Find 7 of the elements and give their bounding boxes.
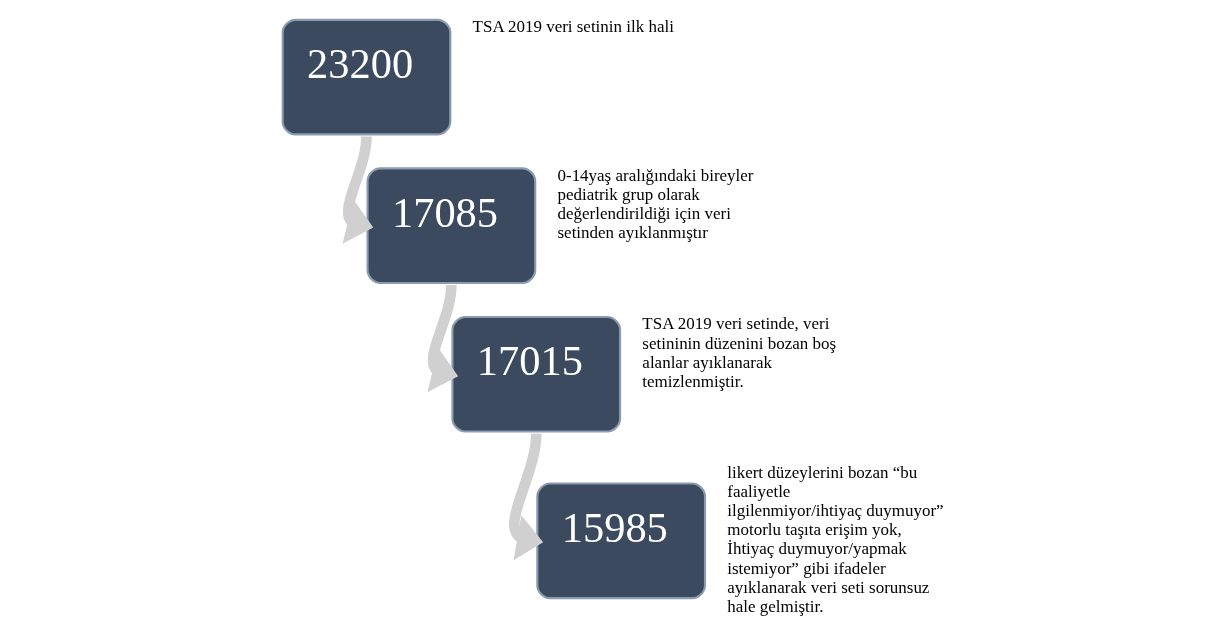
node-label: likert düzeylerini bozan “bu faaliyetle ilgilenmiyor/ihtiyaç duymuyor” motorlu taşıta erişim yok, İhtiyaç duymuyor/yapmak istemiyor” gibi ifadeler ayıklanarak veri seti sorunsuz hale gelmiştir. bbox=[726, 463, 944, 616]
node-label: TSA 2019 veri setinin ilk hali bbox=[472, 17, 674, 37]
arrow bbox=[508, 433, 543, 561]
arrow bbox=[426, 284, 458, 393]
arrow bbox=[342, 136, 373, 244]
node-label: 0-14yaş aralığındaki bireyler pediatrik grup olarak değerlendirildiği için veri setinden ayıklanmıştır bbox=[557, 165, 754, 243]
node-label: TSA 2019 veri setinde, veri setininin düzenini bozan boş alanlar ayıklanarak temizlenmiştir. bbox=[641, 314, 836, 391]
